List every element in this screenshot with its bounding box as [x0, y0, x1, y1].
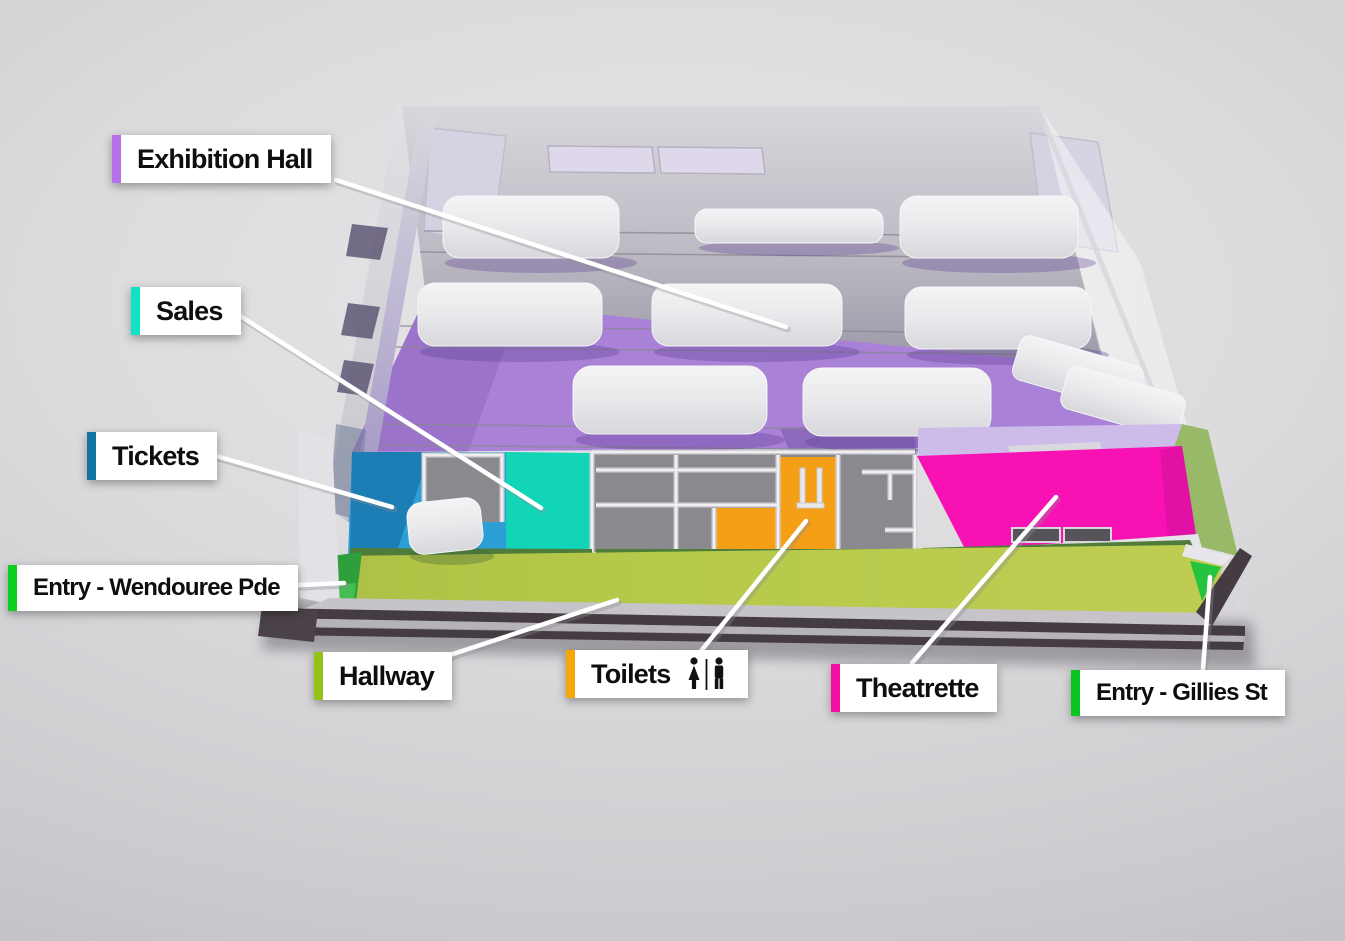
label-text: Entry - Wendouree Pde [33, 574, 281, 601]
label-text: Sales [156, 295, 223, 326]
display-case [442, 195, 637, 273]
label-text: Theatrette [856, 672, 979, 703]
display-case [694, 208, 899, 256]
display-case [899, 195, 1096, 273]
label-toilets: Toilets [566, 650, 749, 698]
leader-tickets [213, 453, 395, 510]
accent-bar [1071, 670, 1080, 716]
sidewalk-gap [272, 618, 1245, 642]
label-sales: Sales [131, 287, 241, 335]
restroom-icon [684, 656, 730, 692]
sidewalk-end-left [258, 606, 318, 642]
label-text: Hallway [339, 660, 435, 691]
leader-sales [237, 313, 544, 511]
ticket-counter [406, 497, 494, 565]
label-text: Toilets [591, 658, 671, 689]
label-hallway: Hallway [314, 652, 452, 700]
entry-wendouree-highlight [336, 583, 356, 600]
lavender-wall-band [918, 424, 1182, 456]
label-entry-gillies: Entry - Gillies St [1071, 670, 1285, 716]
leader-hallway [444, 597, 620, 659]
accent-bar [314, 652, 323, 700]
label-text: Exhibition Hall [137, 143, 313, 174]
label-theatrette: Theatrette [831, 664, 997, 712]
sidewalk-strip [266, 608, 1245, 636]
entry-gillies-sill [1182, 544, 1232, 566]
room-wall-caps [591, 451, 916, 552]
leader-toilets [698, 518, 809, 654]
theatrette-shade [1160, 446, 1196, 540]
label-text: Tickets [112, 440, 200, 471]
display-case [572, 365, 785, 451]
front-left-wall [298, 430, 340, 606]
left-wall-windows [337, 224, 388, 396]
back-window [657, 146, 766, 175]
toilet-stall-partitions [796, 467, 825, 509]
label-text: Entry - Gillies St [1096, 679, 1268, 706]
leader-theatrette [909, 494, 1059, 666]
accent-bar [131, 287, 140, 335]
leader-entry-gillies [1200, 574, 1213, 672]
display-case [417, 282, 620, 362]
display-cases [417, 195, 1186, 453]
tickets-wall-shadow [350, 452, 430, 553]
label-entry-wendouree: Entry - Wendouree Pde [8, 565, 298, 611]
back-window [547, 145, 656, 174]
tickets-room-wall-caps [423, 454, 503, 522]
entry-gillies-floor [1190, 561, 1221, 601]
accent-bar [831, 664, 840, 712]
accent-bar [566, 650, 575, 698]
accent-bar [87, 432, 96, 480]
leader-exhibition-hall [333, 177, 789, 330]
sales-floor [506, 452, 592, 552]
toilets-floor [714, 508, 778, 551]
sidewalk-lip [300, 598, 1212, 626]
label-exhibition-hall: Exhibition Hall [112, 135, 331, 183]
left-interior-wall [348, 112, 436, 522]
label-tickets: Tickets [87, 432, 217, 480]
accent-bar [112, 135, 121, 183]
display-case [1060, 365, 1186, 439]
leader-lines [213, 177, 1213, 672]
accent-bar [8, 565, 17, 611]
